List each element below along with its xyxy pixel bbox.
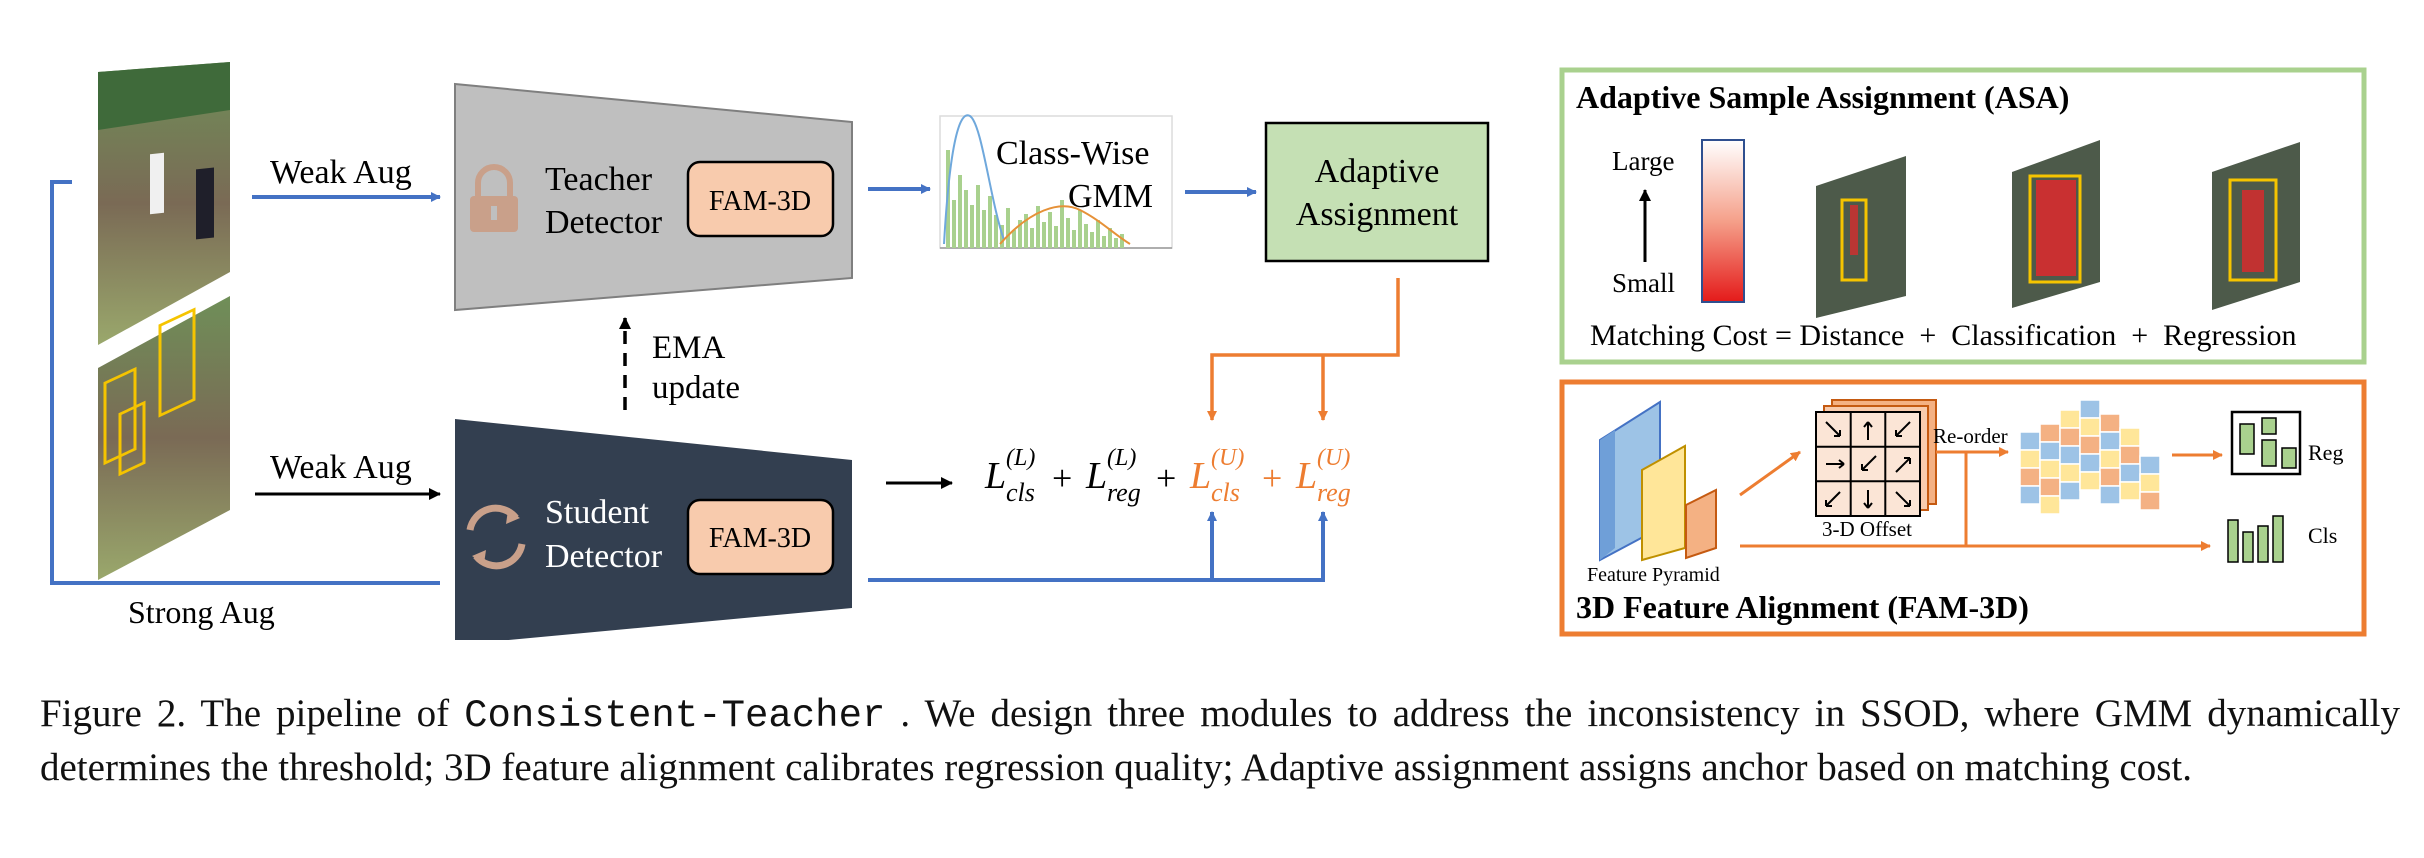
reordered-cubes [2019, 399, 2161, 515]
loss-cls-l-sub: cls [1006, 478, 1035, 507]
gmm-label-line2: GMM [1068, 178, 1153, 215]
loss-plus-3: + [1262, 458, 1282, 498]
asa-small-label: Small [1612, 268, 1675, 298]
strong-aug-image [98, 296, 230, 580]
fam3d-title: 3D Feature Alignment (FAM-3D) [1576, 589, 2029, 625]
offset-label: 3-D Offset [1822, 517, 1912, 541]
gmm-label-line1: Class-Wise [996, 135, 1150, 172]
fam3d-teacher-box [686, 160, 835, 238]
adaptive-label-line1: Adaptive [1315, 153, 1440, 190]
reg-label: Reg [2308, 440, 2343, 465]
loss-reg-u-sup: (U) [1317, 445, 1350, 471]
asa-title: Adaptive Sample Assignment (ASA) [1576, 79, 2069, 115]
caption-prefix: Figure 2. The pipeline of [40, 692, 465, 735]
strong-aug-label: Strong Aug [128, 594, 275, 630]
student-label-line1: Student [545, 494, 649, 531]
student-label-line2: Detector [545, 538, 663, 575]
caption-suffix: . We design three modules to address the… [40, 692, 2400, 789]
pyramid-to-offset-arrow [1739, 450, 1801, 497]
weak-aug-label-bottom: Weak Aug [270, 449, 412, 486]
asa-large-label: Large [1612, 146, 1674, 176]
cls-label: Cls [2308, 523, 2337, 548]
loss-formula: L (L) cls + L (L) reg + L (U) cls + L (U… [984, 445, 1351, 507]
teacher-label-line2: Detector [545, 204, 663, 241]
offset-grid [1815, 399, 1937, 517]
loss-cls-u-sup: (U) [1211, 445, 1244, 471]
fam3d-student-box [686, 498, 835, 576]
student-to-loss-path [868, 511, 1328, 582]
adaptive-label-line2: Assignment [1296, 196, 1459, 233]
caption-method: Consistent-Teacher [464, 694, 886, 738]
feature-pyramid-label: Feature Pyramid [1587, 564, 1720, 586]
loss-reg-u-base: L [1295, 455, 1317, 497]
loss-reg-l-base: L [1085, 455, 1107, 497]
loss-reg-u-sub: reg [1317, 478, 1351, 507]
adaptive-assignment-box [1264, 121, 1490, 263]
gmm-histogram [939, 114, 1173, 249]
reorder-label: Re-order [1933, 424, 2008, 448]
loss-cls-u-sub: cls [1211, 478, 1240, 507]
teacher-detector [454, 82, 853, 312]
loss-plus-1: + [1052, 458, 1072, 498]
cost-colorbar [1701, 139, 1745, 303]
teacher-label-line1: Teacher [545, 161, 653, 198]
figure-caption: Figure 2. The pipeline of Consistent-Tea… [40, 688, 2400, 793]
lock-icon [470, 164, 518, 232]
loss-cls-l-base: L [984, 455, 1006, 497]
refresh-icon [466, 504, 526, 570]
asa-heatmap-regression [2212, 142, 2300, 310]
cls-output-icon [2227, 515, 2284, 563]
weak-aug-label-top: Weak Aug [270, 154, 412, 191]
feature-pyramid [1599, 400, 1717, 562]
loss-reg-l-sup: (L) [1107, 445, 1136, 471]
ema-label-line2: update [652, 370, 740, 406]
asa-matching-cost: Matching Cost = Distance + Classificatio… [1590, 319, 2297, 352]
strong-aug-path [50, 180, 440, 585]
student-detector [455, 419, 852, 640]
loss-cls-u-base: L [1189, 455, 1211, 497]
loss-plus-2: + [1156, 458, 1176, 498]
loss-reg-l-sub: reg [1107, 478, 1141, 507]
reg-output-icon [2230, 410, 2302, 476]
fam3d-student-label: FAM-3D [709, 523, 811, 554]
asa-heatmap-distance [1816, 156, 1906, 318]
ema-label-line1: EMA [652, 330, 726, 366]
loss-cls-l-sup: (L) [1006, 445, 1035, 471]
weak-aug-image [98, 62, 230, 345]
pipeline-diagram: Weak Aug Weak Aug Strong Aug Teacher Det… [50, 62, 2367, 640]
fam3d-teacher-label: FAM-3D [709, 186, 811, 217]
asa-heatmap-classification [2012, 140, 2100, 308]
adaptive-to-loss-arrow [1207, 278, 1400, 421]
